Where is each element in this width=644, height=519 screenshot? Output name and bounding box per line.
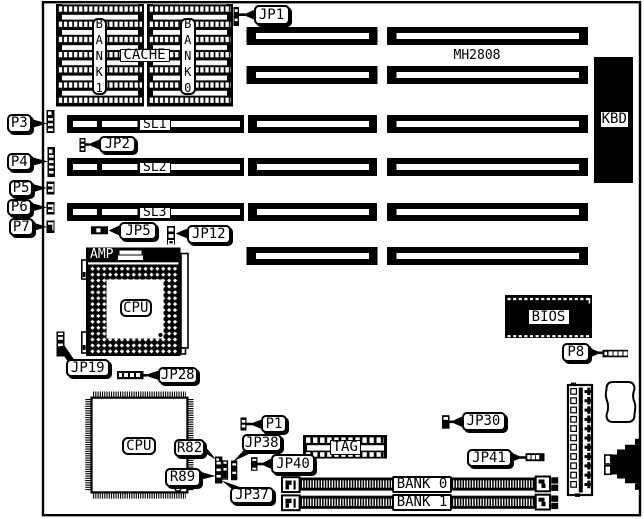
r82-pointer bbox=[202, 443, 217, 460]
p1-pointer bbox=[246, 419, 262, 429]
jp12-label: JP12 bbox=[187, 224, 231, 244]
jp5-label: JP5 bbox=[119, 221, 157, 240]
jp12-connector[interactable] bbox=[167, 226, 175, 245]
p3-label: P3 bbox=[7, 114, 32, 133]
jp28-connector[interactable] bbox=[117, 371, 144, 380]
p1-connector[interactable] bbox=[240, 417, 247, 431]
board-outline bbox=[41, 1, 642, 517]
jp40-connector[interactable] bbox=[251, 457, 258, 471]
p7-pointer bbox=[33, 222, 47, 231]
jp37-label: JP37 bbox=[230, 486, 274, 504]
r89-label: R89 bbox=[164, 467, 201, 487]
isa-slot-row6[interactable] bbox=[246, 247, 589, 265]
jp41-pointer bbox=[511, 452, 526, 462]
jp12-pointer bbox=[175, 228, 188, 239]
jp38-pointer bbox=[233, 450, 252, 462]
sl2-label: SL2 bbox=[139, 161, 171, 174]
jp1-connector[interactable] bbox=[233, 7, 240, 26]
tag-label: TAG bbox=[330, 439, 361, 455]
bios-label: BIOS bbox=[528, 309, 569, 324]
jp28-pointer bbox=[142, 370, 159, 380]
board-model: MH2808 bbox=[453, 47, 501, 63]
vlb-slot-sl1[interactable] bbox=[67, 115, 588, 133]
cpu-qfp-label: CPU bbox=[122, 436, 156, 455]
jp40-pointer bbox=[257, 458, 272, 469]
jp30-label: JP30 bbox=[461, 411, 506, 431]
jp40-label: JP40 bbox=[271, 453, 315, 474]
p5-connector[interactable] bbox=[46, 181, 55, 195]
p1-label: P1 bbox=[261, 415, 287, 433]
r82-r89-components[interactable] bbox=[215, 456, 229, 484]
p3-connector[interactable] bbox=[46, 110, 55, 133]
p6-pointer bbox=[31, 203, 47, 212]
amp-label: AMP bbox=[90, 246, 114, 262]
simm-bank1-label: BANK 1 bbox=[392, 493, 452, 511]
cpu-socket-label: CPU bbox=[119, 299, 152, 317]
simm-bank0-label: BANK 0 bbox=[392, 475, 452, 493]
r89-pointer bbox=[199, 471, 216, 480]
p8-label: P8 bbox=[562, 343, 590, 362]
jp30-pointer bbox=[448, 416, 462, 427]
p5-label: P5 bbox=[9, 179, 33, 197]
isa-slot-row2[interactable] bbox=[246, 66, 589, 84]
crystal-outline bbox=[604, 381, 637, 423]
jp41-label: JP41 bbox=[466, 448, 512, 467]
jp5-pointer bbox=[108, 225, 120, 236]
p7-connector[interactable] bbox=[46, 220, 55, 234]
kbd-label: KBD bbox=[600, 110, 629, 128]
p6-connector[interactable] bbox=[46, 202, 55, 215]
p5-pointer bbox=[32, 184, 47, 193]
jp38-label: JP38 bbox=[242, 433, 282, 452]
p3-pointer bbox=[31, 119, 47, 128]
jp1-label: JP1 bbox=[253, 5, 290, 25]
p8-connector[interactable] bbox=[602, 349, 629, 358]
jp19-connector[interactable] bbox=[56, 331, 65, 357]
jp19-label: JP19 bbox=[66, 358, 110, 377]
power-connector[interactable] bbox=[566, 382, 594, 497]
cache-label: CACHE bbox=[119, 48, 170, 62]
p8-pointer bbox=[590, 348, 604, 358]
p4-pointer bbox=[31, 157, 48, 166]
p7-label: P7 bbox=[9, 217, 34, 236]
jp2-pointer bbox=[85, 139, 100, 150]
cache-bank0-label: BANK0 bbox=[180, 18, 196, 95]
jp30-connector[interactable] bbox=[442, 415, 450, 429]
p4-connector[interactable] bbox=[47, 147, 56, 177]
jp1-pointer bbox=[238, 9, 255, 20]
jp2-connector[interactable] bbox=[79, 138, 86, 152]
jp2-label: JP2 bbox=[99, 135, 136, 153]
r82-label: R82 bbox=[174, 438, 205, 457]
jp5-connector[interactable] bbox=[91, 226, 108, 235]
p6-label: P6 bbox=[7, 198, 32, 216]
isa-slot-row1[interactable] bbox=[246, 27, 589, 45]
sl1-label: SL1 bbox=[139, 118, 171, 131]
din-connector[interactable] bbox=[603, 438, 640, 490]
jp41-connector[interactable] bbox=[525, 453, 545, 462]
cache-bank1-label: BANK1 bbox=[91, 18, 107, 95]
sl3-label: SL3 bbox=[139, 206, 171, 219]
p4-label: P4 bbox=[7, 152, 32, 171]
jp28-label: JP28 bbox=[158, 366, 198, 384]
jp38-connector[interactable] bbox=[231, 460, 238, 481]
jp19-pointer bbox=[58, 345, 74, 361]
